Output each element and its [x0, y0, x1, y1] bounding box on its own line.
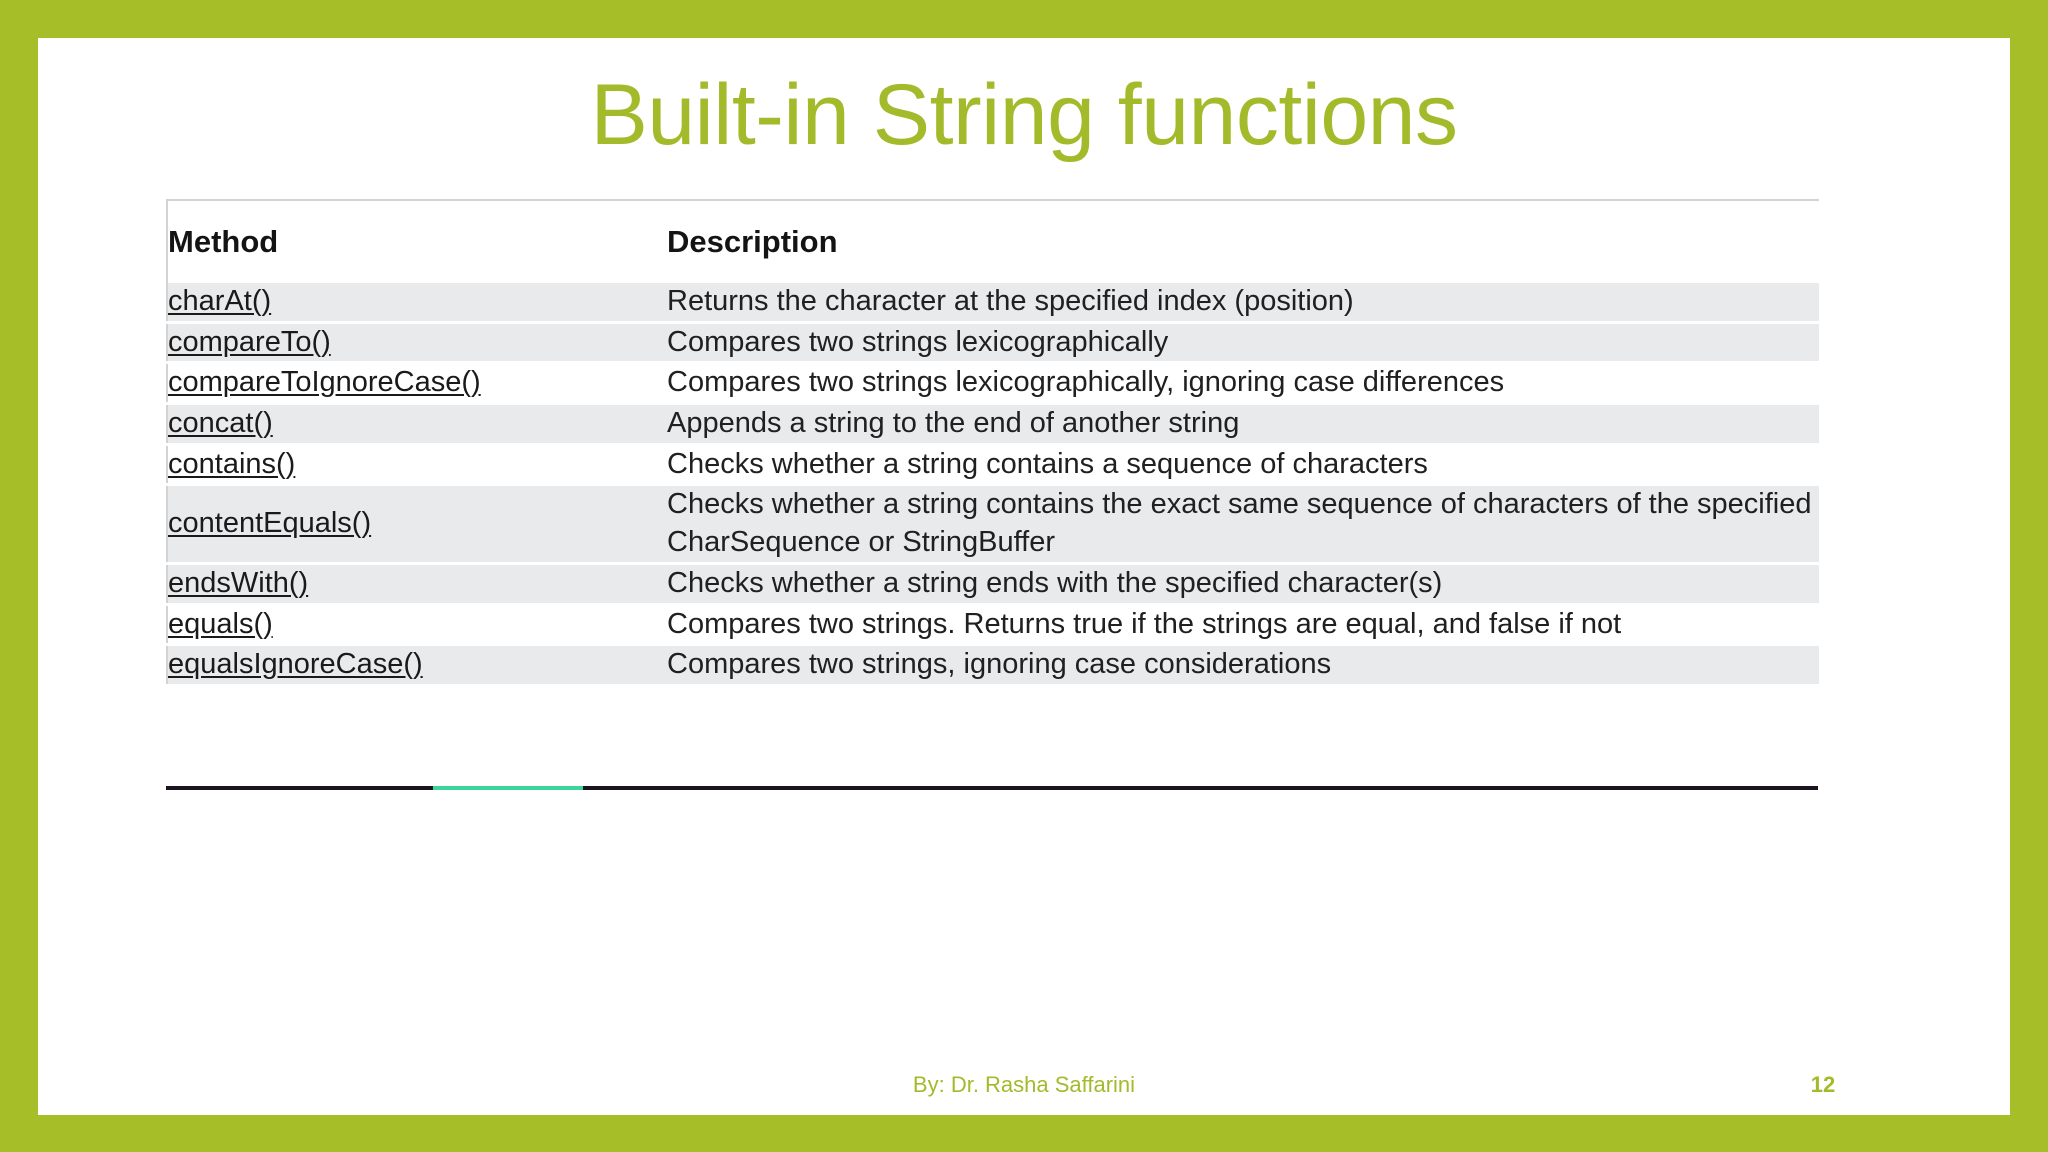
method-link[interactable]: contains()	[168, 447, 296, 480]
table-row: contains() Checks whether a string contai…	[167, 444, 1819, 485]
cell-description: Compares two strings. Returns true if th…	[667, 604, 1819, 645]
table-row: charAt() Returns the character at the spe…	[167, 283, 1819, 323]
string-methods-table: Method Description charAt() Returns the c…	[166, 199, 1819, 687]
scrollbar-thumb[interactable]	[433, 786, 583, 790]
method-link[interactable]: compareTo()	[168, 325, 331, 358]
method-link[interactable]: equalsIgnoreCase()	[168, 648, 423, 681]
table-row: compareTo() Compares two strings lexicogr…	[167, 322, 1819, 363]
cell-description: Checks whether a string ends with the sp…	[667, 563, 1819, 604]
cell-method: contentEquals()	[167, 484, 667, 564]
cell-method: endsWith()	[167, 563, 667, 604]
table-header-row: Method Description	[167, 200, 1819, 283]
table-header: Method Description	[167, 200, 1819, 283]
column-header-method: Method	[167, 200, 667, 283]
cell-description: Compares two strings, ignoring case cons…	[667, 644, 1819, 686]
method-link[interactable]: charAt()	[168, 285, 272, 317]
table-body: charAt() Returns the character at the spe…	[167, 283, 1819, 686]
footer-author: By: Dr. Rasha Saffarini	[912, 1072, 1136, 1097]
method-link[interactable]: endsWith()	[168, 566, 309, 599]
slide-canvas: Built-in String functions Method Descrip…	[38, 38, 2010, 1115]
table-row: endsWith() Checks whether a string ends w…	[167, 563, 1819, 604]
cell-description: Returns the character at the specified i…	[667, 283, 1819, 323]
cell-description: Appends a string to the end of another s…	[667, 403, 1819, 445]
cell-description: Checks whether a string contains the exa…	[667, 484, 1819, 564]
footer-page-number: 12	[1810, 1072, 1836, 1097]
table-row: compareToIgnoreCase() Compares two string…	[167, 362, 1819, 404]
method-link[interactable]: contentEquals()	[168, 507, 372, 540]
table-row: contentEquals() Checks whether a string c…	[167, 484, 1819, 564]
table-row: equalsIgnoreCase() Compares two strings, …	[167, 644, 1819, 686]
section-divider-rule	[166, 786, 1818, 790]
cell-method: compareToIgnoreCase()	[167, 362, 667, 404]
cell-method: contains()	[167, 444, 667, 485]
cell-method: concat()	[167, 403, 667, 445]
cell-description: Compares two strings lexicographically	[667, 322, 1819, 363]
table-row: concat() Appends a string to the end of a…	[167, 403, 1819, 445]
column-header-description: Description	[667, 200, 1819, 283]
cell-method: charAt()	[167, 283, 667, 323]
table-row: equals() Compares two strings. Returns tr…	[167, 604, 1819, 645]
method-link[interactable]: equals()	[168, 607, 273, 640]
method-link[interactable]: compareToIgnoreCase()	[168, 366, 481, 399]
method-link[interactable]: concat()	[168, 407, 273, 440]
page-title: Built-in String functions	[590, 67, 1458, 163]
cell-description: Compares two strings lexicographically, …	[667, 362, 1819, 404]
cell-method: compareTo()	[167, 322, 667, 363]
cell-method: equals()	[167, 604, 667, 645]
cell-description: Checks whether a string contains a seque…	[667, 444, 1819, 485]
cell-method: equalsIgnoreCase()	[167, 644, 667, 686]
